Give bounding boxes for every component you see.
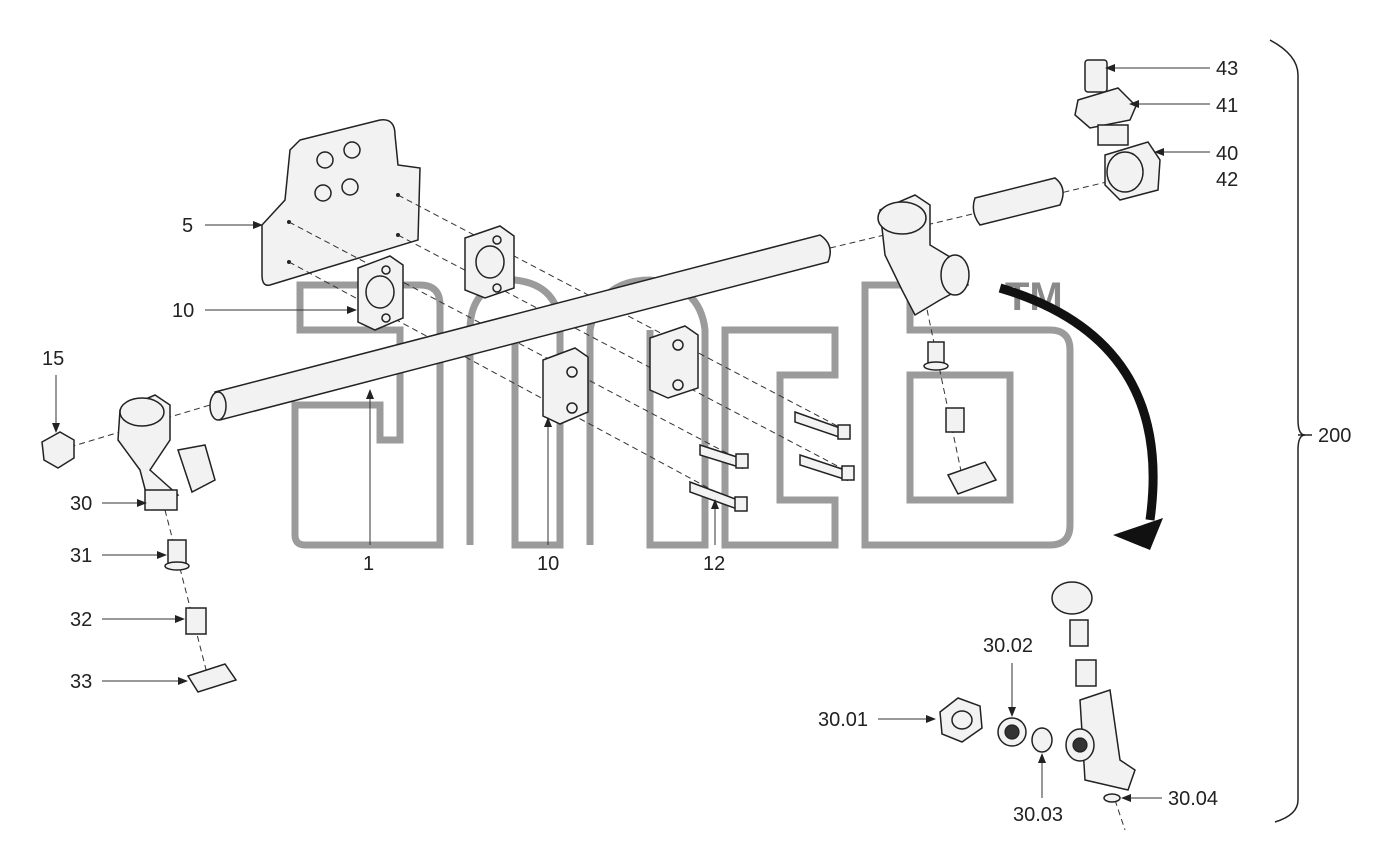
label-41: 41 bbox=[1216, 95, 1238, 117]
spray-pipe bbox=[209, 234, 831, 421]
label-30-02: 30.02 bbox=[983, 635, 1033, 657]
pipe-clamp bbox=[649, 325, 699, 399]
hose-fitting bbox=[1074, 59, 1161, 201]
label-10-bottom: 10 bbox=[537, 553, 559, 575]
pipe-clamp bbox=[464, 225, 515, 299]
pipe-clamp bbox=[542, 347, 589, 425]
nozzle-body-left bbox=[117, 394, 216, 511]
bolts bbox=[689, 410, 855, 512]
label-10-top: 10 bbox=[172, 300, 194, 322]
detail-arrowhead bbox=[1113, 518, 1163, 550]
end-cap bbox=[41, 431, 75, 469]
label-30: 30 bbox=[70, 493, 92, 515]
pipe-clamp bbox=[357, 255, 404, 331]
label-15: 15 bbox=[42, 348, 64, 370]
label-12: 12 bbox=[703, 553, 725, 575]
detail-arrow bbox=[998, 283, 1158, 521]
assembly-bracket bbox=[1269, 39, 1306, 823]
nozzle-detail bbox=[939, 581, 1136, 803]
label-30-04: 30.04 bbox=[1168, 788, 1218, 810]
label-30-03: 30.03 bbox=[1013, 804, 1063, 826]
nozzle-cap-left bbox=[164, 539, 238, 693]
label-40: 40 bbox=[1216, 143, 1238, 165]
label-33: 33 bbox=[70, 671, 92, 693]
label-43: 43 bbox=[1216, 58, 1238, 80]
label-32: 32 bbox=[70, 609, 92, 631]
pipe-extension bbox=[972, 177, 1064, 226]
nozzle-body-right bbox=[877, 194, 998, 495]
mounting-plate bbox=[261, 119, 421, 287]
label-31: 31 bbox=[70, 545, 92, 567]
leader-lines bbox=[52, 64, 1210, 802]
label-30-01: 30.01 bbox=[818, 709, 868, 731]
label-42: 42 bbox=[1216, 169, 1238, 191]
label-1: 1 bbox=[363, 553, 374, 575]
label-5: 5 bbox=[182, 215, 193, 237]
label-200: 200 bbox=[1318, 425, 1351, 447]
